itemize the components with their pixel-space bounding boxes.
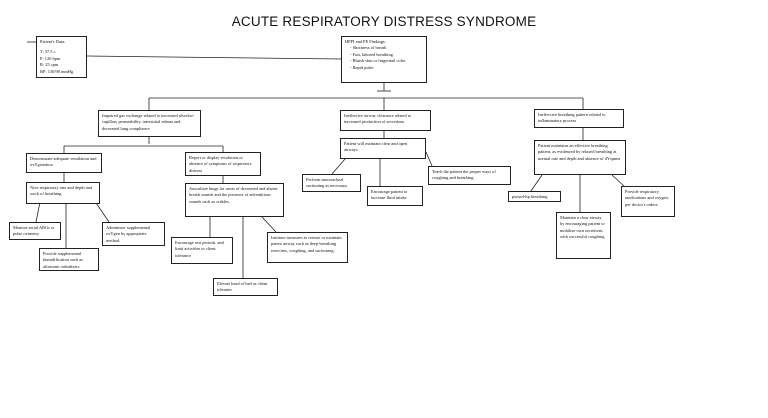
diagnosis-airway-clearance: Ineffective airway clearance related to … [340,110,431,131]
patient-data-heading: Patient's Data: [40,39,66,44]
goal-clear-airways: Patient will maintain clear and open air… [340,138,426,159]
intervention-suctioning: Perform nasotracheal suctioning as neces… [302,174,361,192]
intervention-medications: Provide respiratory medications and oxyg… [621,186,675,217]
goal-adequate-ventilation: Demonstrate adequate ventilation and oxY… [26,153,102,173]
intervention-patent-airway: Institute measures to restore or maintai… [267,232,348,263]
intervention-note-rate: Note respiratory rate and depth and work… [26,182,100,204]
findings-heading: HPPI and PE Findings: [345,39,386,44]
intervention-auscultate: Auscultate lungs for areas of decreased … [185,183,284,217]
finding-item: Rapid pulse [353,65,423,71]
patient-vital: BP: 130/90 mmHg [40,68,74,74]
intervention-oxygen: Administer supplemental oxYgen by approp… [102,222,165,246]
diagnosis-breathing-pattern: Ineffective breathing pattern related to… [534,109,624,128]
intervention-teach-coughing: Teach the patient the proper ways of cou… [428,166,511,185]
goal-resolve-distress: Report or display resolution or absence … [185,152,261,176]
intervention-clear-airway: Maintain a clear airway by encouraging p… [556,212,611,259]
intervention-fluid-intake: Encourage patient to increase fluid inta… [367,186,423,206]
intervention-humidification: Provide supplemental humidification such… [39,248,99,271]
diagnosis-gas-exchange: Impaired gas exchange related to increas… [98,110,201,137]
finding-item: Shortness of breath [353,45,423,51]
intervention-pursed-lip: pursed-lip breathing [508,191,561,202]
findings-box: HPPI and PE Findings: Shortness of breat… [341,36,427,83]
findings-list: Shortness of breath Fast, labored breath… [345,45,423,71]
patient-vital: R: 25 cpm [40,62,59,68]
patient-vital: P: 120 bpm [40,55,61,61]
finding-item: Bluish skin or fingernail color [353,58,423,64]
intervention-elevate-bed: Elevate head of bed as client tolerates [213,278,278,296]
intervention-monitor-abg: Monitor serial ABGs or pulse oximetry [9,222,61,240]
goal-effective-breathing: Patient maintains an effective breathing… [534,140,626,175]
finding-item: Fast, labored breathing [353,52,423,58]
intervention-rest: Encourage rest periods, and limit activi… [171,237,233,264]
patient-data-box: Patient's Data: T: 37.5 c P: 120 bpm R: … [36,36,87,78]
patient-vital: T: 37.5 c [40,49,56,55]
diagram-title: ACUTE RESPIRATORY DISTRESS SYNDROME [231,14,537,29]
